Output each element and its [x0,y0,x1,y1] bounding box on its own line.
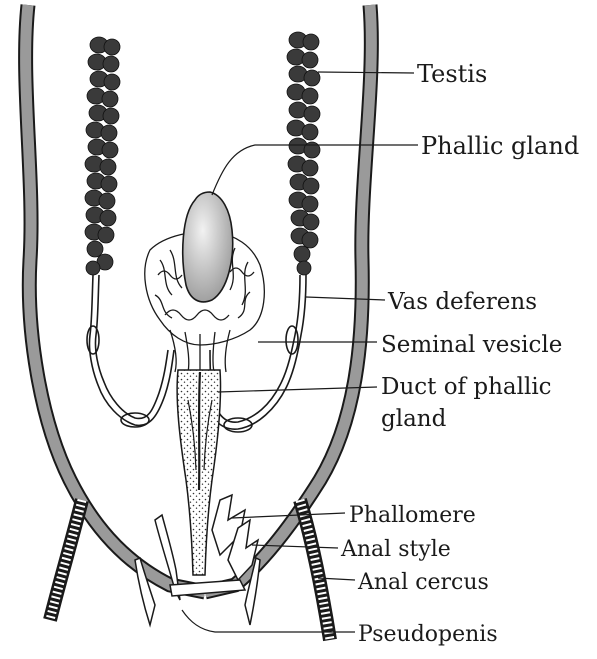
left-testis [85,37,120,275]
right-testis [287,32,320,275]
label-anal-cercus: Anal cercus [357,570,489,595]
label-testis: Testis [417,60,487,88]
label-pseudopenis: Pseudopenis [358,622,498,647]
leader-vas-deferens [306,297,385,300]
leader-testis [318,72,414,73]
label-duct-of-phallic-gland-line1: Duct of phallic [381,374,552,400]
right-anal-cercus [300,500,330,640]
ejaculatory-duct [177,370,220,575]
label-duct-of-phallic-gland-line2: gland [381,406,447,432]
label-phallomere: Phallomere [349,503,476,528]
label-phallic-gland: Phallic gland [421,132,579,160]
label-vas-deferens: Vas deferens [387,289,537,315]
left-anal-cercus [50,500,82,620]
label-anal-style: Anal style [340,537,451,562]
labels: Testis Phallic gland Vas deferens Semina… [340,60,579,647]
label-seminal-vesicle: Seminal vesicle [381,332,562,358]
